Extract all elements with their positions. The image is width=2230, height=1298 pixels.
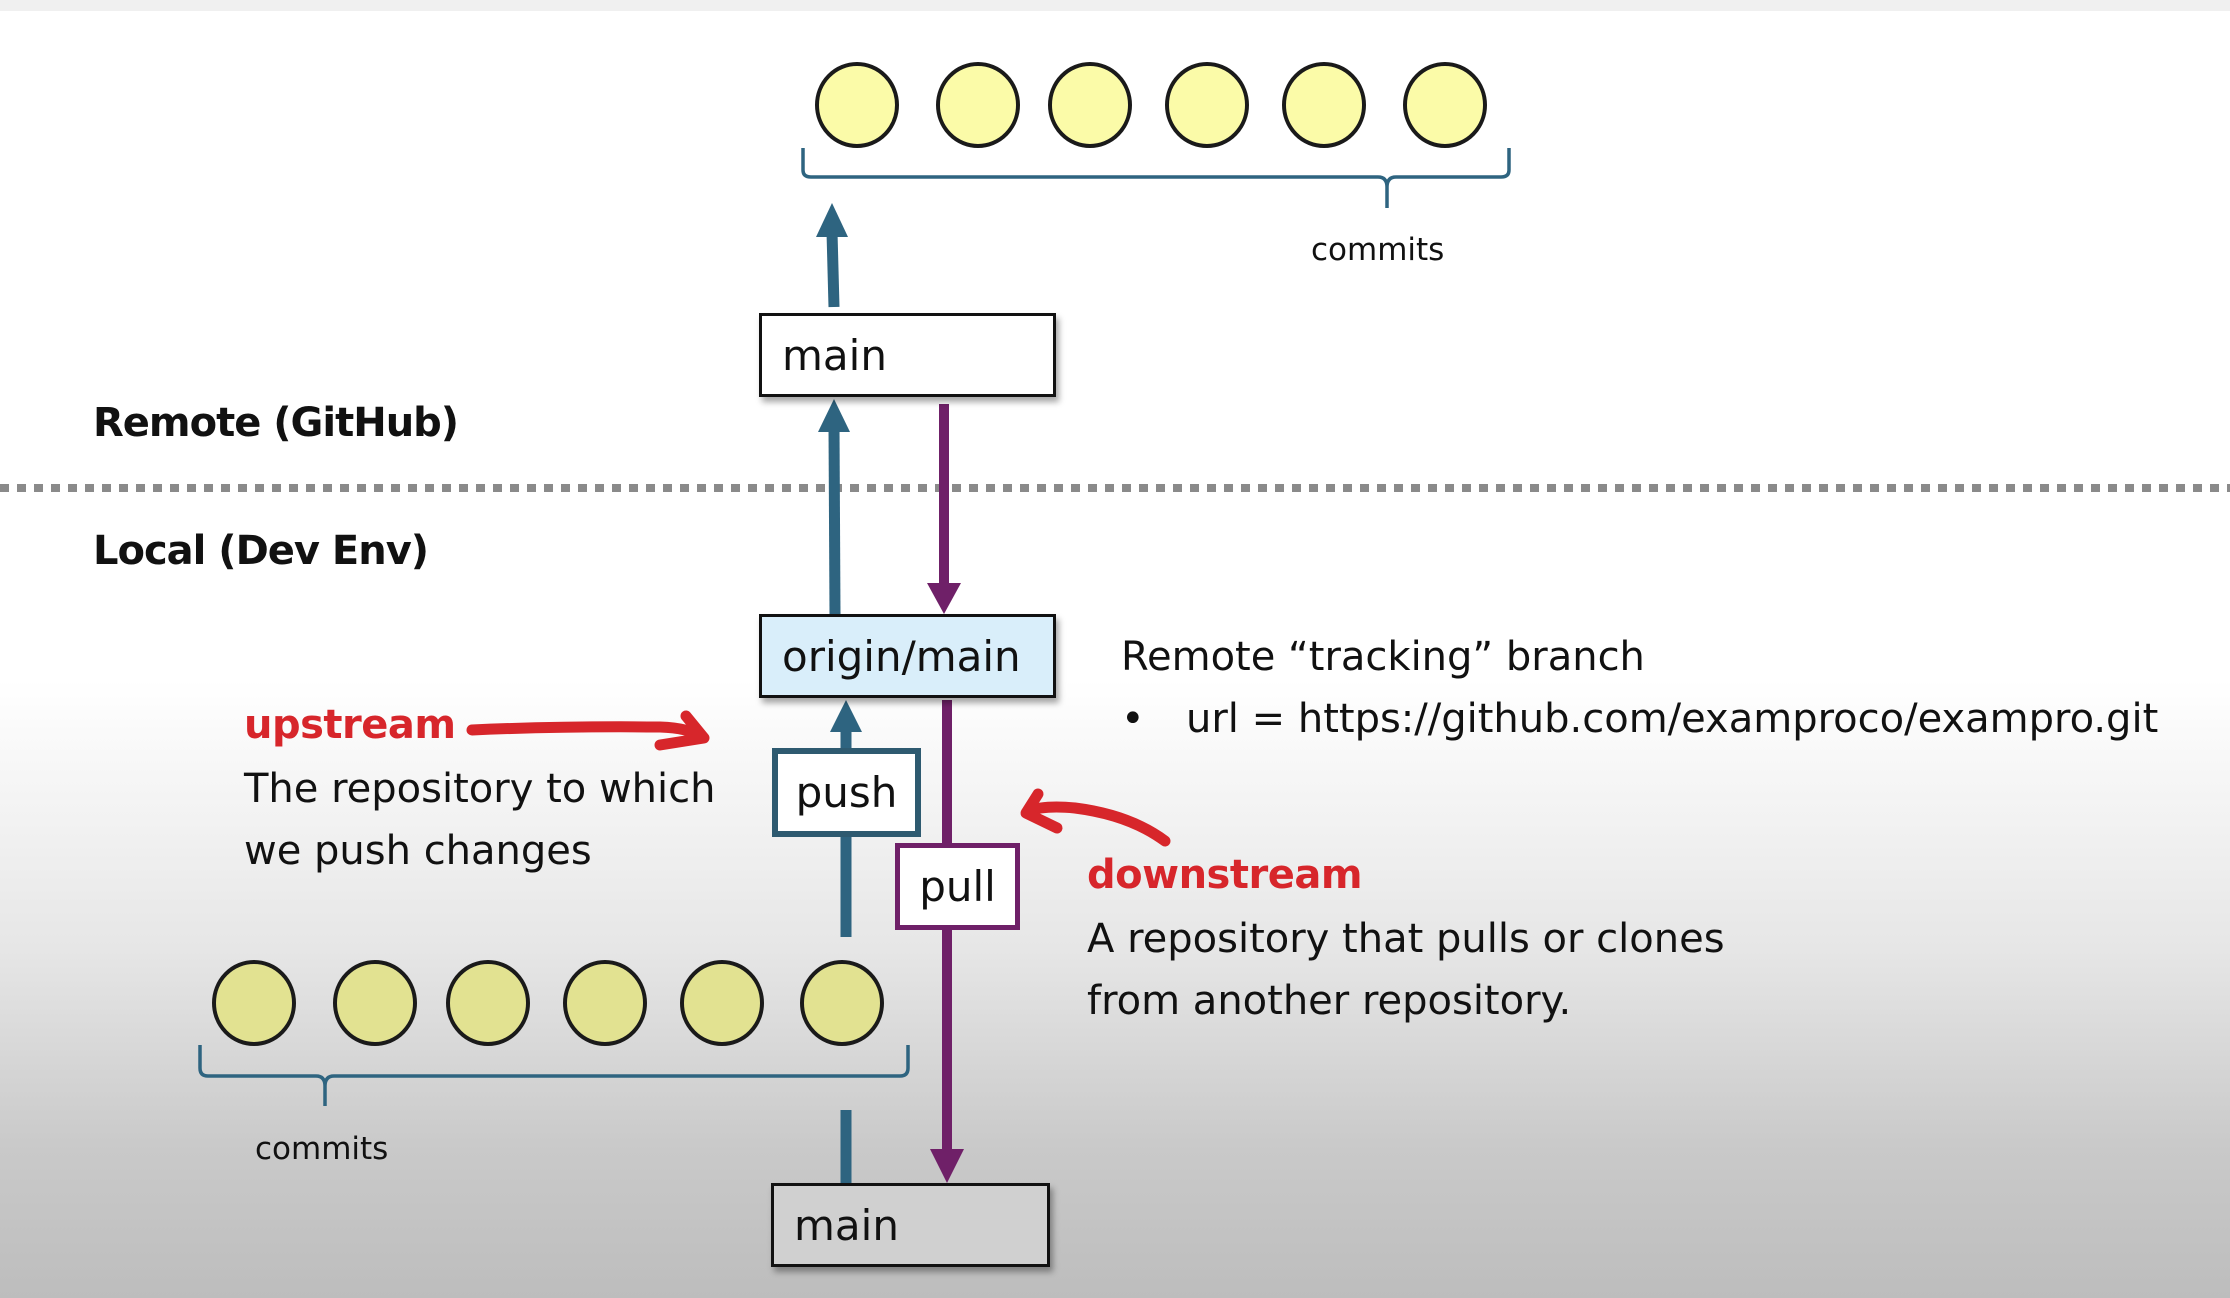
local-commits	[212, 960, 884, 1046]
remote-main-branch[interactable]: main	[759, 313, 1056, 397]
pull-label: pull	[919, 862, 996, 911]
local-commits-brace	[198, 1045, 910, 1106]
top-bar	[0, 0, 2230, 11]
downstream-annotation-arrow	[1022, 801, 1171, 847]
remote-commits-label: commits	[1311, 232, 1445, 268]
remote-commit-6[interactable]	[1403, 62, 1487, 148]
remote-commit-3[interactable]	[1048, 62, 1132, 148]
push-arrow-head	[830, 700, 862, 732]
origin-main-label: origin/main	[782, 631, 1021, 681]
remote-section-label: Remote (GitHub)	[93, 400, 459, 446]
remote-commit-2[interactable]	[936, 62, 1020, 148]
local-commits-label: commits	[255, 1131, 389, 1167]
pull-arrow-head	[930, 1149, 964, 1183]
upstream-description-line2: we push changes	[244, 828, 592, 874]
downstream-annotation-arrow-head	[1020, 788, 1063, 834]
remote-commits-brace	[801, 148, 1511, 208]
upstream-annotation-arrow	[466, 721, 706, 743]
downstream-description-line2: from another repository.	[1087, 978, 1572, 1024]
arrow-remote-main-to-tracking-head	[927, 583, 961, 614]
arrow-tracking-to-remote-main	[828, 426, 841, 615]
arrow-main-to-commits	[826, 231, 840, 308]
local-commit-5[interactable]	[680, 960, 764, 1046]
local-commit-3[interactable]	[446, 960, 530, 1046]
local-commit-4[interactable]	[563, 960, 647, 1046]
local-main-branch-label: main	[794, 1200, 899, 1250]
tracking-note-title: Remote “tracking” branch	[1121, 634, 1645, 680]
upstream-description-line1: The repository to which	[244, 766, 716, 812]
upstream-annotation-arrow-head	[654, 710, 710, 751]
remote-commit-1[interactable]	[815, 62, 899, 148]
local-commit-2[interactable]	[333, 960, 417, 1046]
remote-commits	[815, 62, 1487, 148]
remote-commit-5[interactable]	[1282, 62, 1366, 148]
remote-main-branch-label: main	[782, 330, 887, 380]
local-commit-6[interactable]	[800, 960, 884, 1046]
push-operation[interactable]: push	[772, 748, 921, 837]
pull-operation[interactable]: pull	[895, 843, 1020, 930]
push-label: push	[795, 768, 898, 817]
arrow-main-to-commits-head	[816, 203, 848, 237]
arrow-tracking-to-remote-main-head	[818, 399, 850, 432]
tracking-note-url: url = https://github.com/examproco/examp…	[1186, 696, 2159, 742]
local-commit-1[interactable]	[212, 960, 296, 1046]
upstream-heading: upstream	[244, 702, 456, 748]
downstream-heading: downstream	[1087, 852, 1363, 898]
local-main-branch[interactable]: main	[771, 1183, 1050, 1267]
remote-commit-4[interactable]	[1165, 62, 1249, 148]
local-section-label: Local (Dev Env)	[93, 528, 429, 574]
downstream-description-line1: A repository that pulls or clones	[1087, 916, 1725, 962]
tracking-note-bullet: •	[1121, 696, 1145, 742]
origin-main-tracking-branch[interactable]: origin/main	[759, 614, 1056, 698]
